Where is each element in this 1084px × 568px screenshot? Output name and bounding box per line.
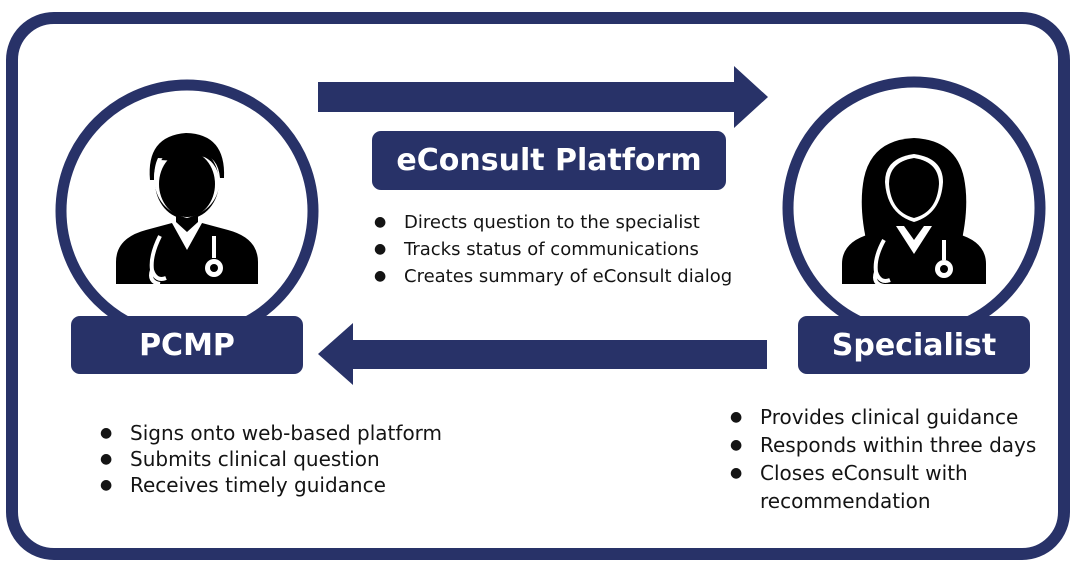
arrow-left-icon bbox=[318, 323, 767, 385]
list-item: Closes eConsult with recommendation bbox=[730, 459, 1060, 515]
list-item: Tracks status of communications bbox=[374, 236, 744, 263]
list-item: Responds within three days bbox=[730, 431, 1060, 459]
list-item: Receives timely guidance bbox=[100, 472, 500, 498]
list-item: Submits clinical question bbox=[100, 446, 500, 472]
platform-title: eConsult Platform bbox=[372, 131, 726, 190]
pcmp-bullet-list: Signs onto web-based platform Submits cl… bbox=[100, 420, 500, 498]
specialist-bullet-list: Provides clinical guidance Responds with… bbox=[730, 403, 1060, 515]
list-item: Provides clinical guidance bbox=[730, 403, 1060, 431]
list-item: Directs question to the specialist bbox=[374, 209, 744, 236]
list-item: Signs onto web-based platform bbox=[100, 420, 500, 446]
platform-bullet-list: Directs question to the specialist Track… bbox=[374, 209, 744, 290]
male-doctor-icon bbox=[116, 133, 258, 286]
arrow-right-icon bbox=[318, 66, 768, 128]
list-item: Creates summary of eConsult dialog bbox=[374, 263, 744, 290]
female-doctor-icon bbox=[842, 138, 986, 288]
specialist-title: Specialist bbox=[798, 316, 1030, 374]
pcmp-title: PCMP bbox=[71, 316, 303, 374]
